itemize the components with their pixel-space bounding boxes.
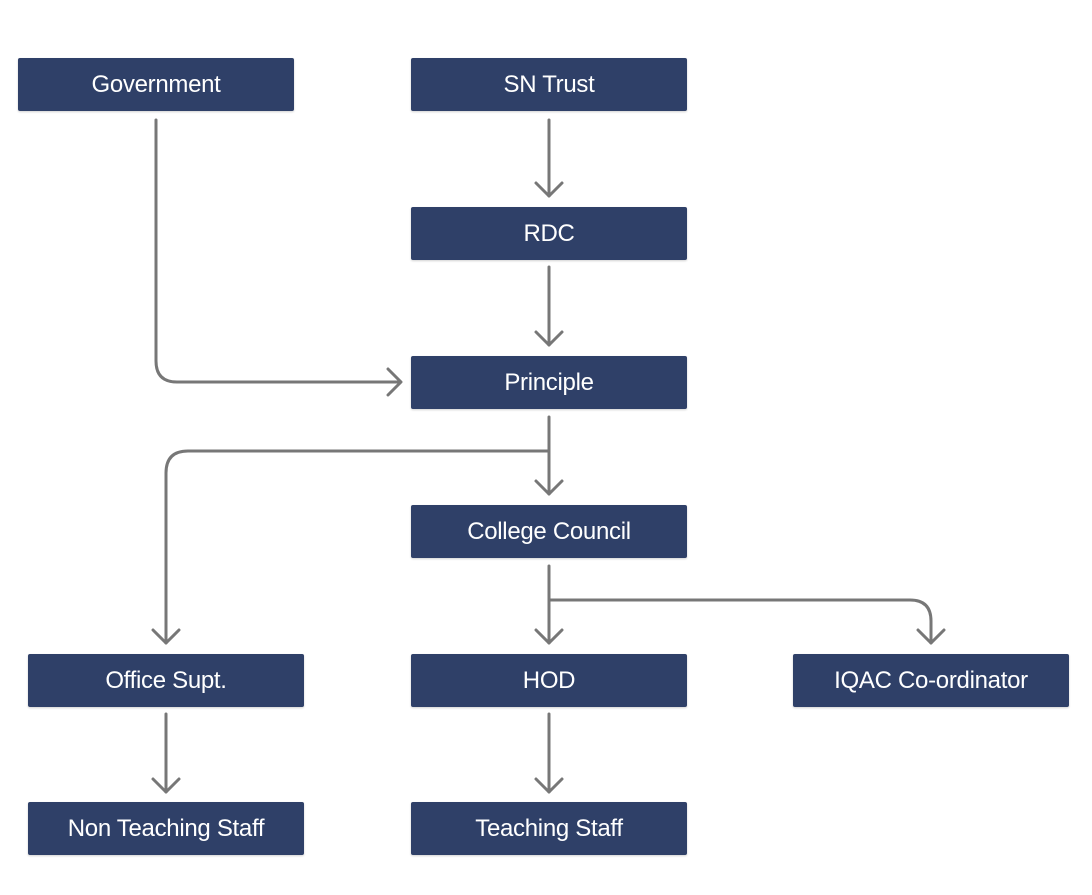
- node-label: College Council: [467, 517, 631, 545]
- node-non-teaching-staff: Non Teaching Staff: [28, 802, 304, 855]
- edge-sntrust-to-rdc: [534, 118, 564, 198]
- node-label: IQAC Co-ordinator: [834, 666, 1028, 694]
- node-label: Government: [91, 70, 221, 98]
- edge-hod-to-teaching: [534, 712, 564, 794]
- node-principle: Principle: [411, 356, 687, 409]
- node-label: Non Teaching Staff: [67, 814, 265, 842]
- node-sn-trust: SN Trust: [411, 58, 687, 111]
- node-office-supt: Office Supt.: [28, 654, 304, 707]
- node-label: SN Trust: [503, 70, 595, 98]
- edge-council-to-hod: [534, 564, 564, 645]
- node-label: HOD: [522, 666, 576, 694]
- node-government: Government: [18, 58, 294, 111]
- node-hod: HOD: [411, 654, 687, 707]
- edge-principle-to-office: [151, 449, 551, 645]
- node-label: Principle: [504, 368, 594, 396]
- edge-rdc-to-principle: [534, 265, 564, 347]
- node-label: RDC: [523, 219, 575, 247]
- node-label: Teaching Staff: [475, 814, 623, 842]
- node-college-council: College Council: [411, 505, 687, 558]
- edge-office-to-nonteaching: [151, 712, 181, 794]
- edge-council-to-iqac: [547, 598, 946, 645]
- node-iqac-coordinator: IQAC Co-ordinator: [793, 654, 1069, 707]
- edge-principle-to-council: [534, 415, 564, 496]
- node-teaching-staff: Teaching Staff: [411, 802, 687, 855]
- node-label: Office Supt.: [105, 666, 227, 694]
- edge-government-to-principle: [154, 118, 403, 397]
- node-rdc: RDC: [411, 207, 687, 260]
